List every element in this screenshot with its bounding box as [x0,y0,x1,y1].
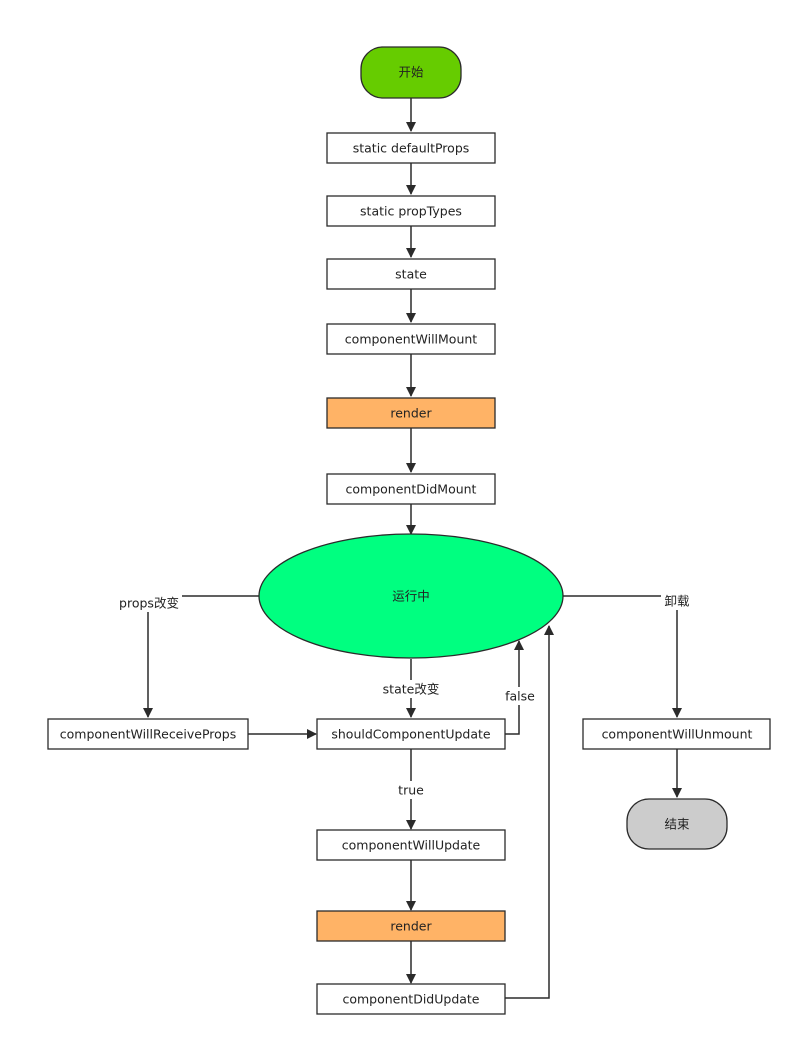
state-node: state [326,258,496,290]
will-receive-props-node: componentWillReceiveProps [47,718,249,750]
edge-running-to-will-receive-props [143,595,259,718]
render-update-box [316,910,506,942]
nodes: 开始 static defaultProps static propTypes … [47,46,771,1015]
state-box [326,258,496,290]
render-update-node: render [316,910,506,942]
will-receive-props-box [47,718,249,750]
unmount-label: 卸载 [664,594,690,609]
edge-did-update-to-running [505,625,554,999]
prop-types-label: static propTypes [360,204,462,219]
should-update-node: shouldComponentUpdate [316,718,506,750]
prop-types-node: static propTypes [326,195,496,227]
running-node: 运行中 [258,533,564,659]
edge-running-to-will-unmount [563,595,682,718]
will-mount-box [326,323,496,355]
default-props-node: static defaultProps [326,132,496,164]
end-node: 结束 [626,798,728,850]
did-mount-node: componentDidMount [326,473,496,505]
will-update-node: componentWillUpdate [316,829,506,861]
did-mount-box [326,473,496,505]
did-update-label: componentDidUpdate [342,992,479,1007]
did-update-node: componentDidUpdate [316,983,506,1015]
render-update-label: render [390,919,432,934]
start-label: 开始 [398,65,424,80]
edges [143,98,682,999]
state-label: state [395,267,427,282]
will-mount-node: componentWillMount [326,323,496,355]
did-update-box [316,983,506,1015]
end-label: 结束 [664,817,690,832]
render-mount-node: render [326,397,496,429]
running-label: 运行中 [392,589,430,604]
default-props-box [326,132,496,164]
true-label: true [398,783,424,798]
true-label-bg [396,781,426,799]
false-label-bg [504,687,536,705]
will-unmount-node: componentWillUnmount [582,718,771,750]
did-mount-label: componentDidMount [346,482,477,497]
end-shape [626,798,728,850]
props-change-label-bg [116,594,182,612]
edge-labels: props改变 state改变 卸载 false true [116,592,693,799]
will-mount-label: componentWillMount [345,332,477,347]
will-unmount-box [582,718,771,750]
will-update-label: componentWillUpdate [342,838,481,853]
state-change-label-bg [380,680,442,698]
will-receive-props-label: componentWillReceiveProps [60,727,236,742]
render-mount-box [326,397,496,429]
edge-should-update-false-to-running [505,640,524,735]
should-update-box [316,718,506,750]
false-label: false [505,689,535,704]
prop-types-box [326,195,496,227]
render-mount-label: render [390,406,432,421]
running-ellipse [258,533,564,659]
start-node: 开始 [360,46,462,99]
state-change-label: state改变 [383,682,440,697]
props-change-label: props改变 [119,596,179,611]
default-props-label: static defaultProps [353,141,470,156]
will-update-box [316,829,506,861]
start-shape [360,46,462,99]
unmount-label-bg [661,592,693,610]
will-unmount-label: componentWillUnmount [602,727,753,742]
should-update-label: shouldComponentUpdate [331,727,491,742]
